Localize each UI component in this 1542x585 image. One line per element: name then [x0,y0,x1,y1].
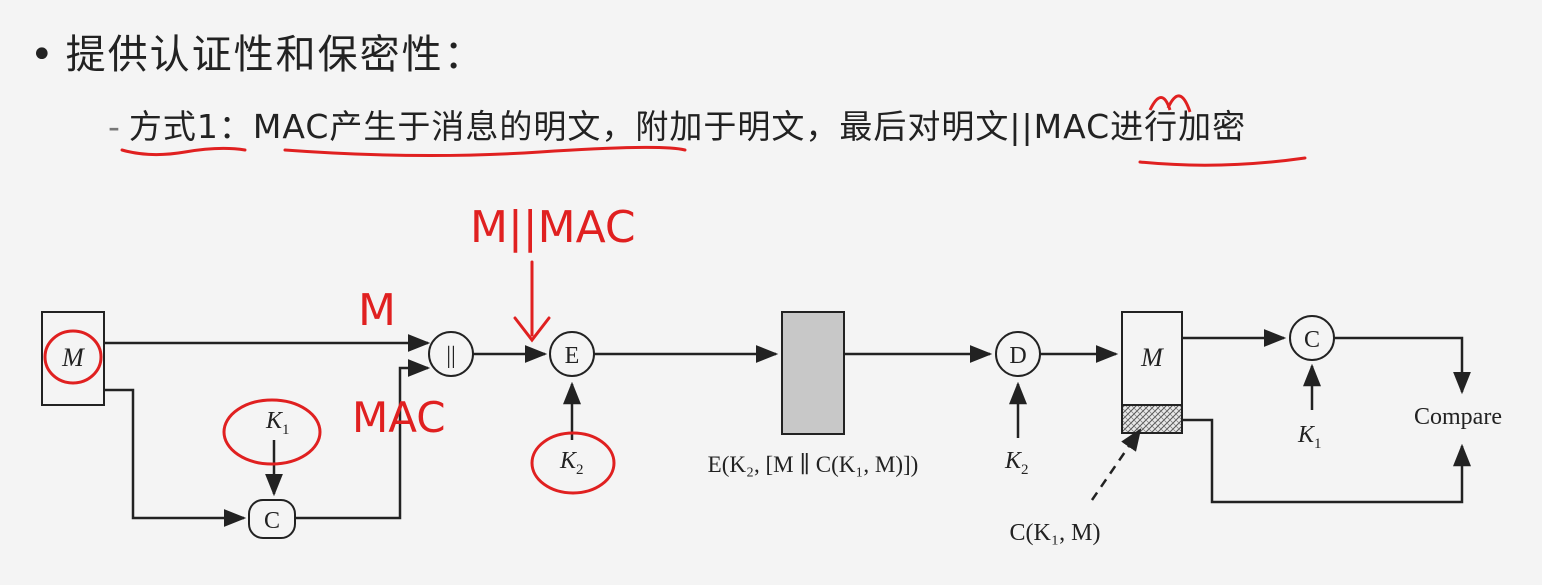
key1-label: K1 [265,408,290,438]
underline-mac-encrypt [1138,156,1307,167]
annotation-circle-key1 [222,398,322,466]
source-message-label: M [61,343,85,372]
received-mac-box [1121,404,1183,434]
annotation-overwrite-mark [1148,94,1192,113]
received-mac-caption: C(K₁, M) [1009,520,1100,546]
sub-bullet: -方式1：MAC产生于消息的明文，附加于明文，最后对明文||MAC进行加密 [108,100,1246,148]
encrypt-label: E [565,343,580,369]
sub-rest-text: MAC产生于消息的明文，附加于明文，最后对明文||MAC进行加密 [252,107,1247,146]
annotation-circle-key2 [530,431,616,495]
received-message-box [1121,311,1183,406]
bullet-marker: • [30,32,56,78]
dashed-arrow-to-mac [1090,428,1142,501]
annotation-circle-source [43,329,103,385]
concat-symbol: || [446,343,456,369]
arrow-received-mac-to-compare [1182,418,1471,504]
key1-recv-label: K1 [1297,422,1322,452]
annotation-mac: MAC [352,393,446,442]
underline-mac-generated [283,145,687,158]
source-message-box [41,311,105,406]
annotation-down-arrow-icon [513,260,551,343]
sub-mode-text: 方式1： [128,107,253,146]
compare-label: Compare [1414,404,1502,430]
arrow-mac-to-concat [295,359,431,520]
mac-func-label-receiver: C [1304,327,1320,353]
decrypt-label: D [1009,343,1026,369]
ciphertext-box [781,311,845,435]
arrow-m-to-mac-func [104,388,247,527]
underline-mode [120,146,247,157]
sub-marker: - [108,107,121,146]
red-underlines [120,145,1307,167]
received-message-label: M [1140,343,1164,372]
arrow-mac-func-to-compare [1334,336,1471,395]
annotation-m: M [358,285,396,336]
bullet-heading: •提供认证性和保密性： [30,22,486,80]
ciphertext-caption: E(K₂, [M ∥ C(K₁, M)]) [708,452,919,477]
key2-label: K2 [559,448,584,478]
red-annotations: M||MAC M MAC [43,94,1192,495]
mac-func-label: C [264,508,280,534]
key2-recv-label: K2 [1004,448,1029,478]
annotation-m-mac: M||MAC [470,202,636,253]
bullet-text: 提供认证性和保密性： [65,32,486,78]
